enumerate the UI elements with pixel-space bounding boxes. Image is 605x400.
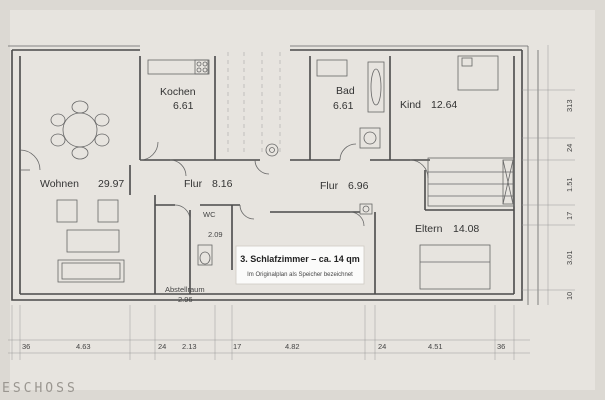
interior-walls <box>129 56 514 294</box>
kitchen-fixtures <box>147 59 210 75</box>
dim-bottom-4: 2.13 <box>182 342 197 351</box>
dimensions-bottom: 36 4.63 24 2.13 17 4.82 24 4.51 36 <box>22 342 505 351</box>
room-wohnen-area: 29.97 <box>98 178 124 190</box>
room-flur1-area: 8.16 <box>212 178 233 190</box>
dim-right-5: 3.01 <box>565 250 574 265</box>
right-window-lines <box>522 45 575 305</box>
dimensions-right: 313 24 1.51 17 3.01 10 <box>565 99 574 300</box>
bath-fixtures <box>316 59 385 149</box>
room-wohnen-name: Wohnen <box>40 178 79 190</box>
dim-bottom-1: 36 <box>22 342 30 351</box>
dim-bottom-2: 4.63 <box>76 342 91 351</box>
bed <box>419 244 491 290</box>
note-label: 3. Schlafzimmer – ca. 14 qm Im Originalp… <box>235 245 365 285</box>
room-flur1-name: Flur <box>184 178 203 190</box>
room-bad-area: 6.61 <box>333 100 354 112</box>
dim-right-1: 313 <box>565 99 574 112</box>
dim-right-3: 1.51 <box>565 177 574 192</box>
dim-bottom-7: 24 <box>378 342 386 351</box>
room-wc-area: 2.09 <box>208 230 223 239</box>
balcony <box>427 157 515 207</box>
room-kochen-name: Kochen <box>160 86 196 98</box>
dim-bottom-5: 17 <box>233 342 241 351</box>
living-furniture <box>56 199 125 283</box>
footer-floor-label: ESCHOSS <box>2 381 78 396</box>
room-bad-name: Bad <box>336 85 355 97</box>
room-flur2-area: 6.96 <box>348 180 369 192</box>
room-wc-name: WC <box>203 210 216 219</box>
dim-right-6: 10 <box>565 292 574 300</box>
dimension-lines-bottom <box>8 305 530 360</box>
dining-table <box>50 100 110 160</box>
note-title: 3. Schlafzimmer – ca. 14 qm <box>240 254 360 264</box>
dim-bottom-6: 4.82 <box>285 342 300 351</box>
dim-bottom-3: 24 <box>158 342 166 351</box>
room-kind-name: Kind <box>400 99 421 111</box>
stair-hatching <box>227 52 281 157</box>
note-subtitle: Im Originalplan als Speicher bezeichnet <box>247 272 353 278</box>
room-eltern-area: 14.08 <box>453 223 479 235</box>
room-kind-area: 12.64 <box>431 99 457 111</box>
room-abstell-area: 2.96 <box>178 295 193 304</box>
dim-right-2: 24 <box>565 144 574 152</box>
room-flur2-name: Flur <box>320 180 339 192</box>
room-eltern-name: Eltern <box>415 223 443 235</box>
room-kochen-area: 6.61 <box>173 100 194 112</box>
dim-bottom-8: 4.51 <box>428 342 443 351</box>
dim-bottom-9: 36 <box>497 342 505 351</box>
wc-fixtures <box>197 203 373 266</box>
room-abstell-name: Abstellraum <box>165 285 205 294</box>
dim-right-4: 17 <box>565 212 574 220</box>
kids-room-furniture <box>457 55 499 91</box>
